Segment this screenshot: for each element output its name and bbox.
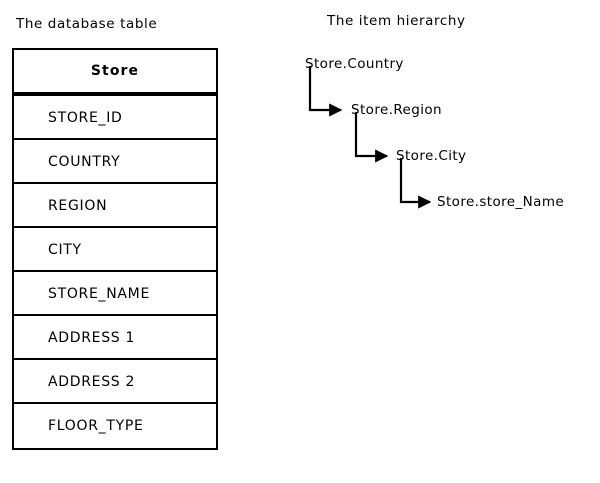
table-row: ADDRESS 2 xyxy=(14,360,216,404)
connector-city-to-store-name xyxy=(399,158,432,209)
table-row: STORE_NAME xyxy=(14,272,216,316)
database-table: Store STORE_ID COUNTRY REGION CITY STORE… xyxy=(12,48,218,450)
hierarchy-node-store-store-name: Store.store_Name xyxy=(437,194,565,210)
hierarchy-node-store-region: Store.Region xyxy=(351,102,442,118)
table-row: REGION xyxy=(14,184,216,228)
item-hierarchy: Store.Country Store.Region Store.City St… xyxy=(300,52,595,222)
table-header-store: Store xyxy=(14,50,216,96)
table-row: FLOOR_TYPE xyxy=(14,404,216,448)
table-row: CITY xyxy=(14,228,216,272)
item-hierarchy-caption: The item hierarchy xyxy=(327,13,466,29)
table-row: COUNTRY xyxy=(14,140,216,184)
connector-country-to-region xyxy=(308,66,343,117)
hierarchy-node-store-city: Store.City xyxy=(396,148,467,164)
hierarchy-node-store-country: Store.Country xyxy=(305,56,404,72)
connector-region-to-city xyxy=(354,112,389,163)
database-table-caption: The database table xyxy=(16,16,158,32)
table-row: STORE_ID xyxy=(14,96,216,140)
table-row: ADDRESS 1 xyxy=(14,316,216,360)
